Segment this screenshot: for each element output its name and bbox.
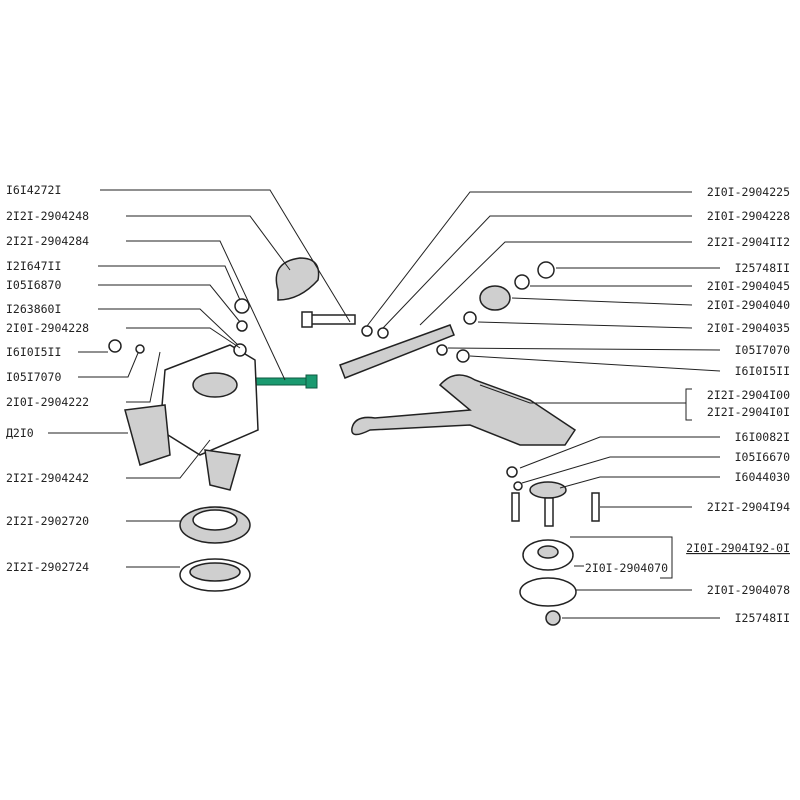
part-label: 2I2I-2904284 [6,234,89,248]
part-label: I2I647II [6,259,61,273]
part-label: 2I0I-2904228 [6,321,89,335]
tie-rod-shaft [339,324,455,379]
left-labels: I6I4272I 2I2I-2904248 2I2I-2904284 I2I64… [6,183,89,574]
part-label: 2I0I-2904228 [707,209,790,223]
spring-seat [179,506,251,544]
rubber-buffer [275,257,320,301]
part-label: I6I0I5II [735,364,790,378]
bushing-group [436,261,555,363]
part-label: 2I2I-2904I0I [707,405,790,419]
part-label: I05I7070 [735,343,790,357]
bolt-upper [301,311,356,328]
strut-support [108,339,259,491]
right-labels: 2I0I-2904225 2I0I-2904228 2I2I-2904II2 I… [585,185,790,625]
part-label: 2I0I-2904222 [6,395,89,409]
part-label: 2I0I-2904040 [707,298,790,312]
part-label: 2I2I-2904248 [6,209,89,223]
part-label: 2I2I-2904I94 [707,500,790,514]
upper-nut-washer [234,298,250,332]
control-arm [351,374,577,446]
part-label: 2I0I-2904045 [707,279,790,293]
part-label: 2I2I-2902724 [6,560,89,574]
part-label: I25748II [735,261,790,275]
part-label: I6I4272I [6,183,61,197]
part-label: I05I6870 [6,278,61,292]
spring-cup [179,558,251,592]
part-label: I05I6670 [735,450,790,464]
part-label: 2I0I-2904078 [707,583,790,597]
part-label: I05I7070 [6,370,61,384]
left-leaders [48,189,351,568]
part-label: I6I0I5II [6,345,61,359]
part-label: 2I0I-2904225 [707,185,790,199]
part-label: 2I0I-2904070 [585,561,668,575]
part-label: Д2I0 [6,426,34,440]
part-label: I263860I [6,302,61,316]
part-label: 2I2I-2902720 [6,514,89,528]
right-leaders [366,191,721,619]
part-label: I25748II [735,611,790,625]
highlighted-bolt [254,374,318,389]
part-label: I6044030 [735,470,790,484]
part-label: 2I2I-2904I00 [707,388,790,402]
part-label: 2I2I-2904II2 [707,235,790,249]
part-label: 2I0I-2904I92-0I [686,541,790,555]
part-label: 2I2I-2904242 [6,471,89,485]
part-label: I6I0082I [735,430,790,444]
part-label: 2I0I-2904035 [707,321,790,335]
ball-joint [506,466,600,626]
